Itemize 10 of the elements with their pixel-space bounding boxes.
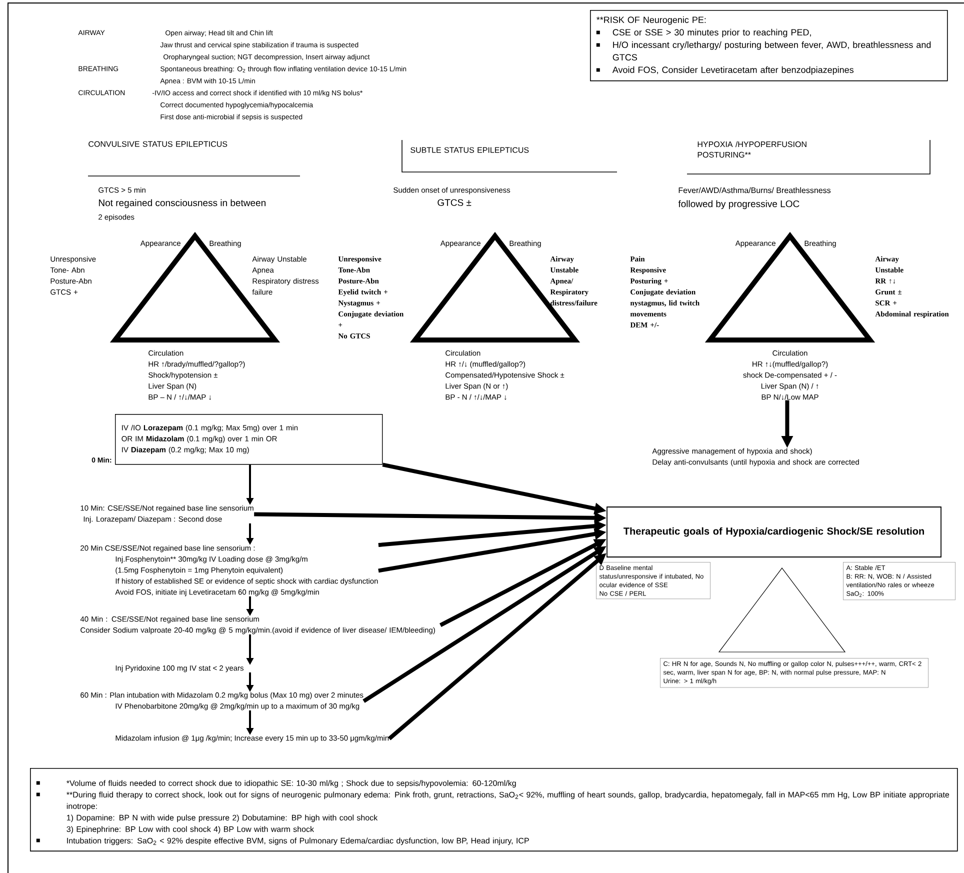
criteria-text: Fever/AWD/Asthma/Burns/ Breathlessness xyxy=(678,187,831,194)
criteria-text: Not regained consciousness in between xyxy=(98,199,266,208)
goal-box: Therapeutic goals of Hypoxia/cardiogenic Shock/SE resolution xyxy=(606,506,942,558)
warning-box: **RISK OF Neurogenic PE: CSE or SSE > 30 minutes prior to reaching PED, H/O incessant cry/lethargy/ posturing between fever, AWD, breathlessness and GTCS Avoid FOS, Consider Levetiracetam after benzodpiazepines xyxy=(590,10,948,82)
criteria-text: GTCS ± xyxy=(438,199,472,206)
column-header: CONVULSIVE STATUS EPILEPTICUS xyxy=(88,141,300,176)
column-header: SUBTLE STATUS EPILEPTICUS xyxy=(402,140,618,172)
note-box: *Volume of fluids needed to correct shock due to idiopathic SE: 10-30 ml/kg ; Shock due to sepsis/hypovolemia: 60-120ml/kg **During fluid therapy to correct shock, look out for signs of neurogenic pulmonary edema: Pink froth, grunt, retractions, SaO$_{2}$< 92%, muffling of heart sounds, gallop, bradycardia, hepatomegaly, fall in MAP<65 mm Hg, Low BP initiate appropriate inotrope: 1) Dopamine: BP N with wide pulse pressure 2) Dobutamine: BP high with cool shock 3) Epinephrine: BP Low with cool shock 4) BP Low with warm shock Intubation triggers: SaO$_{2}$ < 92% despite effective BVM, signs of Pulmonary Edema/cardiac dysfunction, low BP, Head injury, ICP xyxy=(30,768,958,852)
column-header: HYPOXIA /HYPOPERFUSION POSTURING** xyxy=(686,140,930,174)
criteria-text: followed by progressive LOC xyxy=(678,200,800,210)
